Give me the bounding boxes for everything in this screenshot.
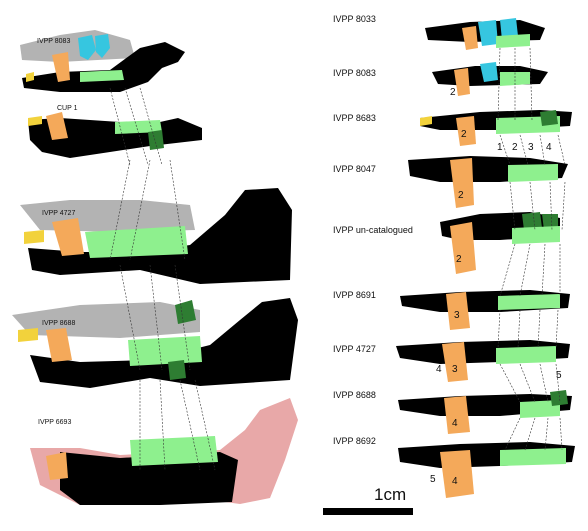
right-specimen-ivpp-8033: IVPP 8033 [333, 14, 545, 50]
maxilla [20, 30, 135, 62]
incisor [26, 72, 34, 82]
upper-tooth [95, 34, 110, 58]
incisor [420, 116, 432, 126]
specimen-label: IVPP 6693 [38, 419, 71, 426]
molar [512, 226, 560, 244]
molar-dark [148, 130, 164, 150]
right-specimen-ivpp-uncatalogued: IVPP un-catalogued 2 [333, 212, 560, 274]
molar [520, 400, 560, 418]
upper-tooth [478, 20, 498, 46]
molar [500, 448, 566, 466]
molar [500, 72, 530, 86]
tooth-number: 3 [452, 364, 458, 375]
upper-tooth [480, 62, 498, 82]
specimen-label: IVPP 8033 [333, 14, 376, 24]
molar [80, 70, 124, 82]
incisor [18, 328, 38, 342]
right-specimen-ivpp-4727: IVPP 4727 4 3 5 [333, 340, 570, 382]
right-specimen-ivpp-8691: IVPP 8691 3 [333, 290, 570, 330]
tooth-number: 2 [458, 190, 464, 201]
tusk [444, 396, 470, 434]
tusk [442, 342, 468, 382]
tusk [46, 112, 68, 140]
molar [496, 346, 556, 364]
tooth-number: 2 [512, 142, 518, 153]
molar-dark [542, 214, 558, 230]
upper-tooth [78, 35, 96, 60]
right-specimen-ivpp-8692: IVPP 8692 5 4 [333, 436, 575, 498]
left-specimen-ivpp-8083: IVPP 8083 [20, 30, 185, 92]
specimen-label: IVPP 8691 [333, 290, 376, 300]
scale-bar-line [323, 508, 413, 515]
molar-dark [540, 110, 558, 126]
tusk [462, 26, 478, 50]
right-specimen-ivpp-8683: IVPP 8683 2 1 2 3 4 [333, 110, 572, 153]
tooth-number: 3 [454, 310, 460, 321]
molar [128, 336, 202, 366]
specimen-label: IVPP 8683 [333, 113, 376, 123]
tusk [52, 52, 70, 82]
tooth-number: 4 [436, 364, 442, 375]
molar [496, 34, 530, 48]
tooth-number: 3 [528, 142, 534, 153]
tusk [456, 116, 476, 146]
tusk [46, 452, 68, 480]
left-specimen-ivpp-8688: IVPP 8688 [12, 298, 298, 388]
molar-dark [522, 212, 542, 230]
specimen-label: IVPP 8047 [333, 164, 376, 174]
tooth-number: 2 [456, 254, 462, 265]
tusk [440, 450, 474, 498]
specimen-label: IVPP 8083 [333, 68, 376, 78]
specimen-label: IVPP 4727 [333, 344, 376, 354]
scale-bar: 1cm [323, 485, 413, 515]
right-specimen-ivpp-8688: IVPP 8688 4 [333, 390, 572, 434]
tusk [52, 218, 84, 256]
tooth-number: 5 [556, 370, 562, 381]
left-specimen-ivpp-4727: IVPP 4727 [20, 188, 292, 284]
molar [498, 294, 560, 310]
tooth-number: 4 [546, 142, 552, 153]
specimen-label: IVPP 8692 [333, 436, 376, 446]
tooth-number: 2 [450, 87, 456, 98]
tusk [450, 158, 474, 208]
mandible [30, 298, 298, 388]
right-specimen-ivpp-8047: IVPP 8047 2 [333, 156, 568, 208]
tusk [454, 68, 470, 96]
right-alignment-lines [497, 47, 566, 451]
molar-dark [550, 390, 568, 406]
incisor [24, 230, 44, 244]
molar [508, 164, 558, 182]
tooth-number: 1 [497, 142, 503, 153]
upper-tooth [500, 18, 518, 40]
mandible [28, 188, 292, 284]
molar-dark [168, 360, 186, 380]
tooth-number: 4 [452, 476, 458, 487]
specimen-label: IVPP 8688 [333, 390, 376, 400]
tooth-number: 5 [430, 474, 436, 485]
left-alignment-lines [109, 87, 216, 471]
molar [130, 436, 218, 466]
left-specimen-ivpp-6693: IVPP 6693 [30, 398, 298, 505]
molar-dark [175, 300, 196, 324]
mandible [60, 452, 238, 505]
specimen-label: IVPP 8083 [37, 38, 70, 45]
maxilla [12, 302, 200, 338]
molar [85, 226, 188, 258]
tooth-number: 2 [461, 129, 467, 140]
specimen-label: IVPP 4727 [42, 210, 75, 217]
incisor [28, 116, 42, 126]
specimen-label: IVPP un-catalogued [333, 225, 413, 235]
right-specimen-ivpp-8083: IVPP 8083 2 [333, 62, 548, 98]
specimen-label: CUP 1 [57, 105, 78, 112]
tooth-number: 4 [452, 418, 458, 429]
scale-bar-label: 1cm [374, 485, 406, 504]
specimen-label: IVPP 8688 [42, 320, 75, 327]
tusk [46, 328, 72, 362]
left-specimen-cup-1: CUP 1 [28, 105, 202, 158]
tusk [450, 222, 476, 274]
tusk [446, 292, 470, 330]
